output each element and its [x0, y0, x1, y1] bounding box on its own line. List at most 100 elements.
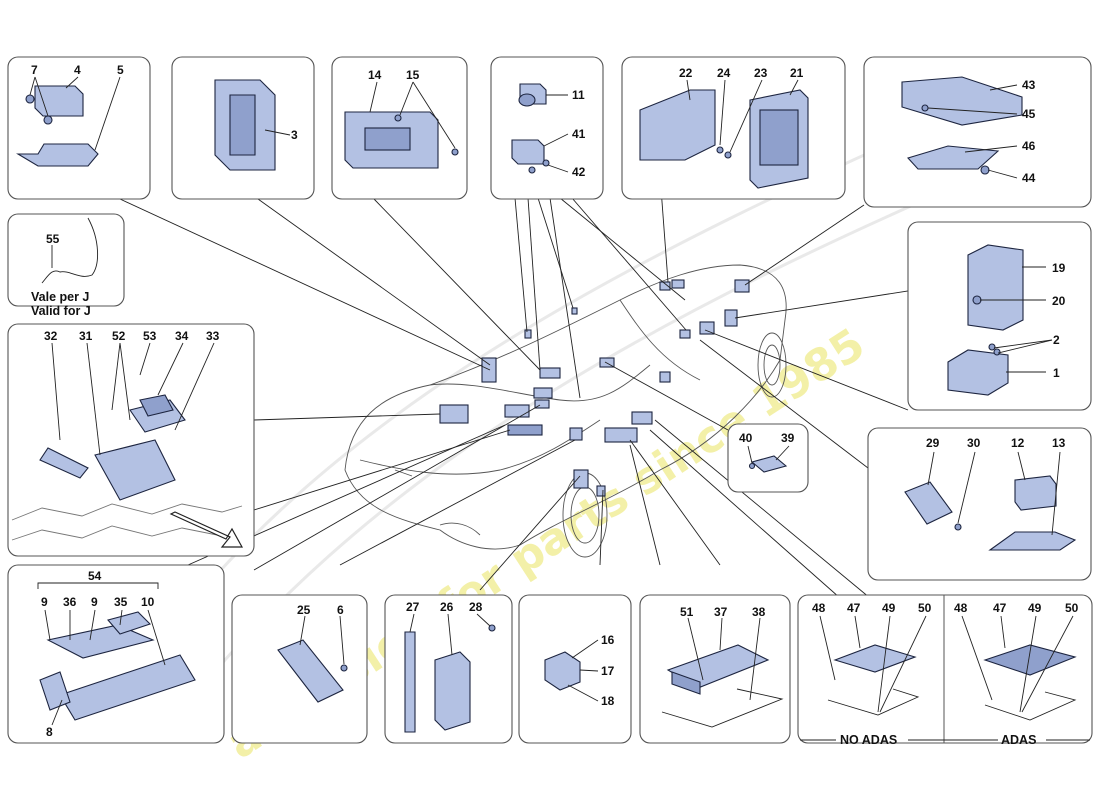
caption: Valid for J: [31, 304, 91, 318]
part-number: 40: [739, 431, 753, 445]
part-number: 48: [954, 601, 968, 615]
relay-part: [544, 651, 581, 691]
panel-bot-5: 51 37 38: [639, 594, 791, 744]
part-number: 3: [291, 128, 298, 142]
part-number: 54: [88, 569, 102, 583]
part-number: 50: [918, 601, 932, 615]
part-number: 35: [114, 595, 128, 609]
module-part: [967, 244, 1024, 331]
car-mounted-parts: [439, 279, 750, 497]
part-number: 25: [297, 603, 311, 617]
part-number: 19: [1052, 261, 1066, 275]
bracket-part: [59, 654, 196, 721]
part-number: 1: [1053, 366, 1060, 380]
part-number: 29: [926, 436, 940, 450]
bracket-part: [16, 143, 99, 167]
panel-top-1: 7 4 5: [7, 56, 151, 200]
ecu-part: [901, 76, 1023, 126]
part-number: 33: [206, 329, 220, 343]
panel-left-big: 32 31 52 53 34 33: [7, 323, 255, 557]
part-number: 42: [572, 165, 586, 179]
panel-bot-4: 16 17 18: [518, 594, 632, 744]
part-number: 55: [46, 232, 60, 246]
part-number: 16: [601, 633, 615, 647]
panel-bot-2: 25 6: [231, 594, 368, 744]
part-number: 5: [117, 63, 124, 77]
panel-right-1: 19 20 2 1: [907, 221, 1092, 411]
module-part: [277, 639, 344, 703]
part-number: 6: [337, 603, 344, 617]
part-number: 17: [601, 664, 615, 678]
part-number: 39: [781, 431, 795, 445]
part-number: 47: [993, 601, 1007, 615]
part-number: 24: [717, 66, 731, 80]
part-number: 8: [46, 725, 53, 739]
bracket-part: [639, 89, 716, 161]
part-number: 18: [601, 694, 615, 708]
part-number: 15: [406, 68, 420, 82]
relay-part: [947, 349, 1009, 396]
module-part: [434, 651, 471, 731]
part-number: 45: [1022, 107, 1036, 121]
part-number: 50: [1065, 601, 1079, 615]
panel-top-2: 3: [171, 56, 315, 200]
part-number: 43: [1022, 78, 1036, 92]
panel-left-small: 55 Vale per J Valid for J: [7, 213, 125, 318]
part-number: 14: [368, 68, 382, 82]
ecu-part: [94, 439, 176, 501]
ecu-part-adas: [983, 644, 1077, 676]
caption-no-adas: NO ADAS: [840, 733, 897, 747]
part-number: 22: [679, 66, 693, 80]
part-number: 28: [469, 600, 483, 614]
part-number: 13: [1052, 436, 1066, 450]
part-number: 27: [406, 600, 420, 614]
panel-bot-3: 27 26 28: [384, 594, 513, 744]
part-number: 7: [31, 63, 38, 77]
part-number: 21: [790, 66, 804, 80]
panel-bot-1: 54 9 36 9 35 10 8: [7, 564, 225, 744]
ecu-part: [904, 481, 953, 525]
part-number: 41: [572, 127, 586, 141]
part-number: 46: [1022, 139, 1036, 153]
part-number: 30: [967, 436, 981, 450]
module-part: [34, 85, 84, 117]
part-number: 20: [1052, 294, 1066, 308]
panel-top-4: 11 41 42: [490, 56, 604, 200]
ecu-part: [833, 644, 917, 673]
part-number: 23: [754, 66, 768, 80]
part-number: 37: [714, 605, 728, 619]
panel-right-2: 29 30 12 13: [867, 427, 1092, 581]
part-number: 51: [680, 605, 694, 619]
part-number: 11: [572, 88, 585, 102]
panel-top-6: 43 45 46 44: [863, 56, 1092, 208]
part-number: 10: [141, 595, 155, 609]
panel-bot-6: 48 47 49 50 48 47 49 50 NO ADAS ADAS: [797, 594, 1093, 747]
part-number: 31: [79, 329, 93, 343]
part-number: 32: [44, 329, 58, 343]
panel-top-5: 22 24 23 21: [621, 56, 846, 200]
part-number: 36: [63, 595, 77, 609]
part-number: 53: [143, 329, 157, 343]
caption-adas: ADAS: [1001, 733, 1036, 747]
caption: Vale per J: [31, 290, 89, 304]
part-number: 44: [1022, 171, 1036, 185]
part-number: 2: [1053, 333, 1060, 347]
bracket-part: [907, 145, 1000, 170]
part-number: 26: [440, 600, 454, 614]
part-number: 49: [1028, 601, 1042, 615]
part-number: 49: [882, 601, 896, 615]
panel-top-3: 14 15: [331, 56, 468, 200]
panel-mid-small: 40 39: [727, 423, 809, 493]
part-number: 9: [91, 595, 98, 609]
part-number: 48: [812, 601, 826, 615]
part-number: 9: [41, 595, 48, 609]
part-number: 52: [112, 329, 126, 343]
ecu-part: [46, 624, 155, 659]
part-number: 47: [847, 601, 861, 615]
module-part: [1014, 475, 1057, 511]
part-number: 12: [1011, 436, 1025, 450]
part-number: 38: [752, 605, 766, 619]
part-number: 4: [74, 63, 81, 77]
part-number: 34: [175, 329, 189, 343]
